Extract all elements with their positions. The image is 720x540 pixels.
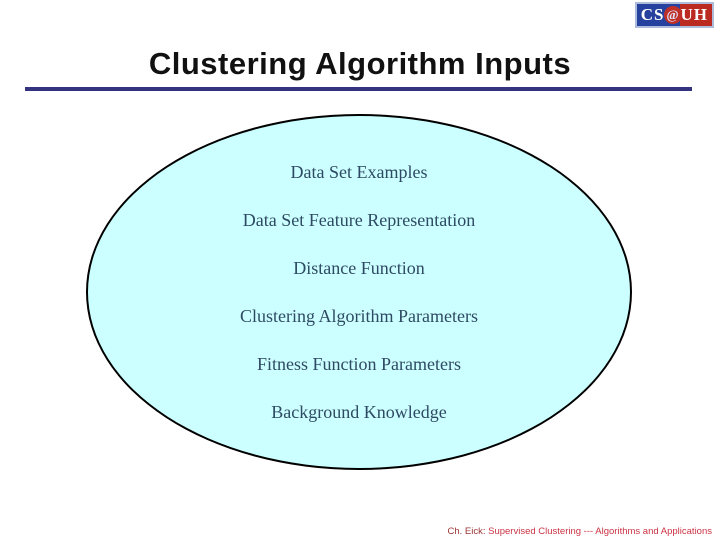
title-underline-rule	[25, 87, 692, 91]
logo-cs-text: CS	[636, 4, 666, 26]
ellipse-item-distance-function: Distance Function	[293, 258, 425, 278]
slide-title: Clustering Algorithm Inputs	[148, 46, 572, 81]
footer-deck-title: Supervised Clustering --- Algorithms and…	[488, 526, 712, 537]
ellipse-item-algorithm-parameters: Clustering Algorithm Parameters	[240, 306, 478, 326]
footer-author-label: Ch. Eick:	[447, 526, 486, 537]
ellipse-item-background-knowledge: Background Knowledge	[271, 402, 447, 422]
ellipse-item-fitness-parameters: Fitness Function Parameters	[257, 354, 461, 374]
logo-at-icon: @	[663, 6, 682, 24]
logo-uh-text: UH	[679, 4, 712, 26]
inputs-ellipse: Data Set Examples Data Set Feature Repre…	[86, 114, 632, 470]
ellipse-item-data-set-examples: Data Set Examples	[290, 162, 428, 182]
slide-footer: Ch. Eick: Supervised Clustering --- Algo…	[447, 526, 712, 537]
ellipse-item-feature-representation: Data Set Feature Representation	[242, 210, 476, 230]
csuh-logo: CS @ UH	[634, 2, 714, 28]
